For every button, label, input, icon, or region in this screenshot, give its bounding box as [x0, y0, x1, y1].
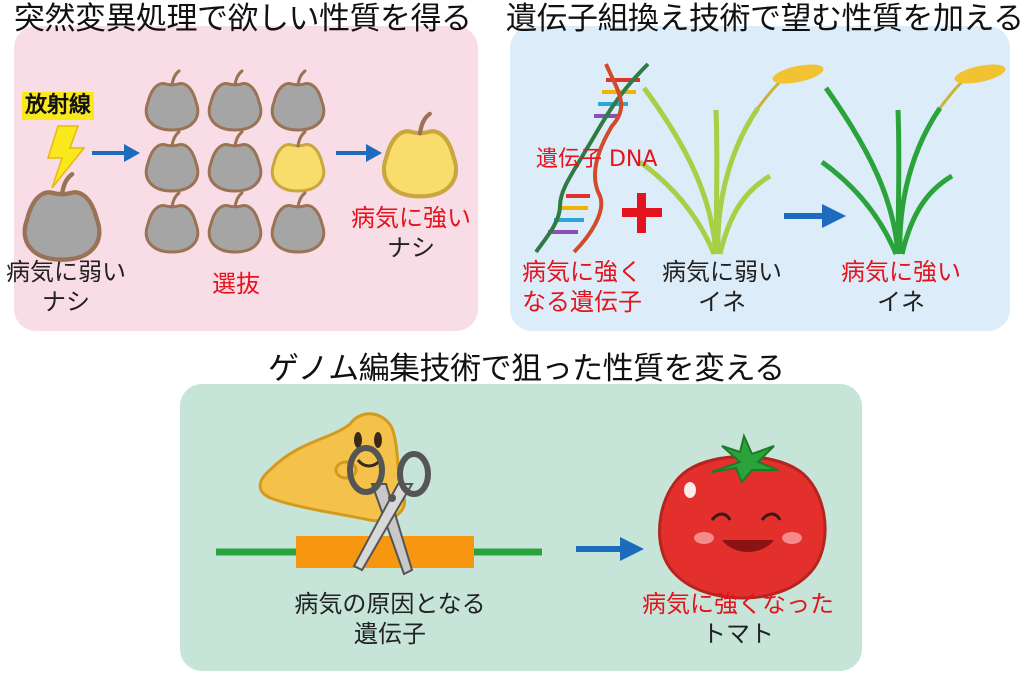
result-label-line1: 病気に強くなった: [642, 590, 834, 618]
gene-bar-icon: [296, 536, 474, 568]
arrow-icon: [336, 144, 382, 162]
weak-pear-label-line2: ナシ: [42, 288, 90, 316]
result-label-line2: トマト: [702, 620, 774, 648]
weak-rice-label-line1: 病気に弱い: [662, 258, 782, 286]
tomato-icon: [658, 432, 827, 600]
scissors-icon: [347, 445, 431, 576]
selection-label: 選抜: [212, 270, 260, 298]
editing-title: ゲノム編集技術で狙った性質を変える: [268, 351, 785, 387]
rice-plant-icon: [638, 64, 824, 255]
dna-label: 遺伝子 DNA: [536, 147, 658, 172]
strong-rice-label-line2: イネ: [877, 288, 925, 316]
cause-gene-label-line1: 病気の原因となる: [294, 590, 486, 618]
strong-pear-label-line2: ナシ: [387, 234, 435, 262]
gm-title: 遺伝子組換え技術で望む性質を加える: [506, 1, 1024, 37]
weak-rice-label-line2: イネ: [698, 288, 746, 316]
cause-gene-label-line2: 遺伝子: [354, 620, 426, 648]
strong-rice-label-line1: 病気に強い: [841, 258, 961, 286]
radiation-label: 放射線: [22, 92, 95, 120]
weak-pear-label-line1: 病気に弱い: [6, 258, 126, 286]
rice-plant-icon: [820, 64, 1006, 255]
strong-pear-label-line1: 病気に強い: [351, 204, 471, 232]
plus-icon: [622, 193, 662, 233]
mutation-title: 突然変異処理で欲しい性質を得る: [14, 1, 472, 37]
lightning-icon: [46, 125, 86, 189]
gene-label-line2: なる遺伝子: [522, 288, 642, 316]
gene-label-line1: 病気に強く: [522, 258, 642, 286]
dna-icon: [534, 62, 650, 254]
arrow-icon: [576, 537, 644, 561]
arrow-icon: [784, 204, 846, 228]
arrow-icon: [92, 144, 140, 162]
